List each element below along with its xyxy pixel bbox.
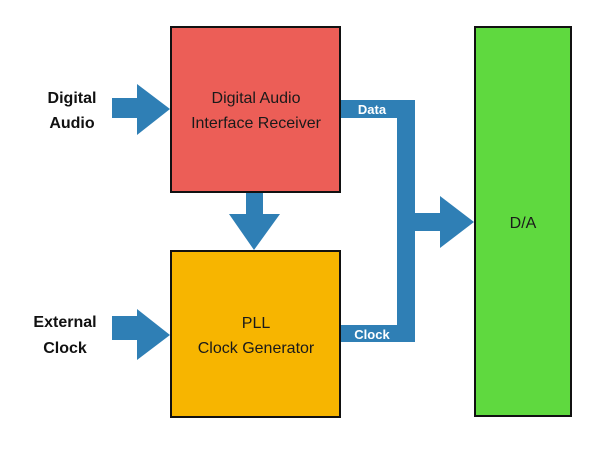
receiver-to-pll-arrow: [229, 193, 280, 250]
data-bus-label: Data: [358, 102, 387, 117]
digital-audio-input-arrow: [112, 84, 170, 135]
data-clock-bus: [341, 100, 474, 342]
digital-audio-label-line2: Audio: [49, 115, 95, 132]
dac-label: D/A: [510, 215, 537, 232]
dac-block: [474, 26, 572, 417]
receiver-block: [170, 26, 341, 193]
external-clock-input-arrow: [112, 309, 170, 360]
external-clock-label-line2: Clock: [43, 340, 87, 357]
receiver-label-line2: Interface Receiver: [191, 115, 322, 132]
pll-label-line2: Clock Generator: [198, 340, 315, 357]
receiver-label-line1: Digital Audio: [212, 90, 301, 107]
pll-block: [170, 250, 341, 418]
pll-label-line1: PLL: [242, 315, 271, 332]
digital-audio-label-line1: Digital: [48, 90, 97, 107]
clock-bus-label: Clock: [354, 327, 390, 342]
external-clock-label-line1: External: [33, 314, 96, 331]
